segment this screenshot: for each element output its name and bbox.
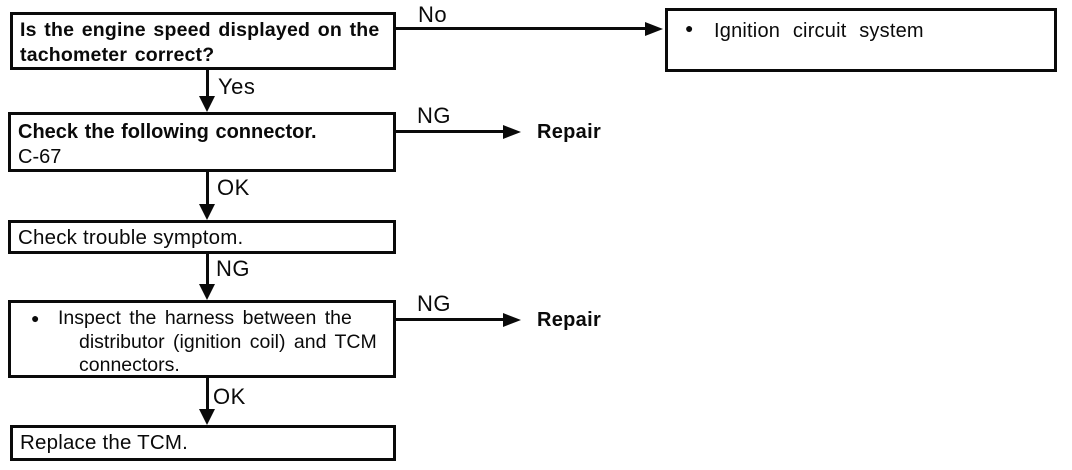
node-question-line-1: Is the engine speed displayed on the bbox=[20, 19, 380, 41]
arrow-no-line bbox=[396, 27, 645, 30]
edge-label-ng-2: NG bbox=[417, 291, 451, 316]
arrow-ok1-head bbox=[199, 204, 215, 220]
edge-label-yes: Yes bbox=[218, 74, 256, 99]
arrow-ng2-head bbox=[503, 312, 521, 327]
arrow-ng1-head bbox=[503, 124, 521, 139]
repair-label-1: Repair bbox=[537, 121, 602, 143]
edge-label-ok-1: OK bbox=[217, 175, 250, 200]
node-inspect-harness-line-1: Inspect the harness between the bbox=[58, 307, 352, 329]
arrow-ng1-line bbox=[396, 130, 503, 133]
node-replace-tcm-label: Replace the TCM. bbox=[20, 431, 189, 454]
edge-label-ng-down: NG bbox=[216, 256, 250, 281]
node-question-line-2: tachometer correct? bbox=[20, 44, 215, 66]
repair-label-2: Repair bbox=[537, 309, 602, 331]
bullet-icon: ● bbox=[685, 20, 694, 36]
node-inspect-harness-line-3: connectors. bbox=[79, 354, 180, 376]
edge-label-no: No bbox=[418, 2, 448, 27]
arrow-ng-down-line bbox=[206, 254, 209, 286]
node-inspect-harness-line-2: distributor (ignition coil) and TCM bbox=[79, 330, 377, 353]
bullet-icon: ● bbox=[31, 310, 40, 326]
arrow-yes-head bbox=[199, 96, 215, 112]
node-check-symptom: Check trouble symptom. bbox=[8, 220, 396, 254]
arrow-ng-down-head bbox=[199, 284, 215, 300]
node-inspect-harness: ● Inspect the harness between the distri… bbox=[8, 300, 396, 378]
arrow-no-head bbox=[645, 21, 663, 36]
arrow-ok2-head bbox=[199, 409, 215, 425]
node-check-connector: Check the following connector. C-67 bbox=[8, 112, 396, 172]
node-question: Is the engine speed displayed on the tac… bbox=[10, 12, 396, 70]
arrow-yes-line bbox=[206, 70, 209, 98]
edge-label-ng-1: NG bbox=[417, 103, 451, 128]
arrow-ok2-line bbox=[206, 378, 209, 411]
arrow-ng2-line bbox=[396, 318, 503, 321]
edge-label-ok-2: OK bbox=[213, 384, 246, 409]
node-replace-tcm: Replace the TCM. bbox=[10, 425, 396, 461]
node-check-connector-code: C-67 bbox=[18, 146, 62, 168]
node-check-connector-title: Check the following connector. bbox=[18, 121, 317, 143]
node-ignition-circuit-label: Ignition circuit system bbox=[714, 20, 924, 42]
node-ignition-circuit: ● Ignition circuit system bbox=[665, 8, 1057, 72]
node-check-symptom-label: Check trouble symptom. bbox=[18, 226, 244, 249]
arrow-ok1-line bbox=[206, 172, 209, 206]
